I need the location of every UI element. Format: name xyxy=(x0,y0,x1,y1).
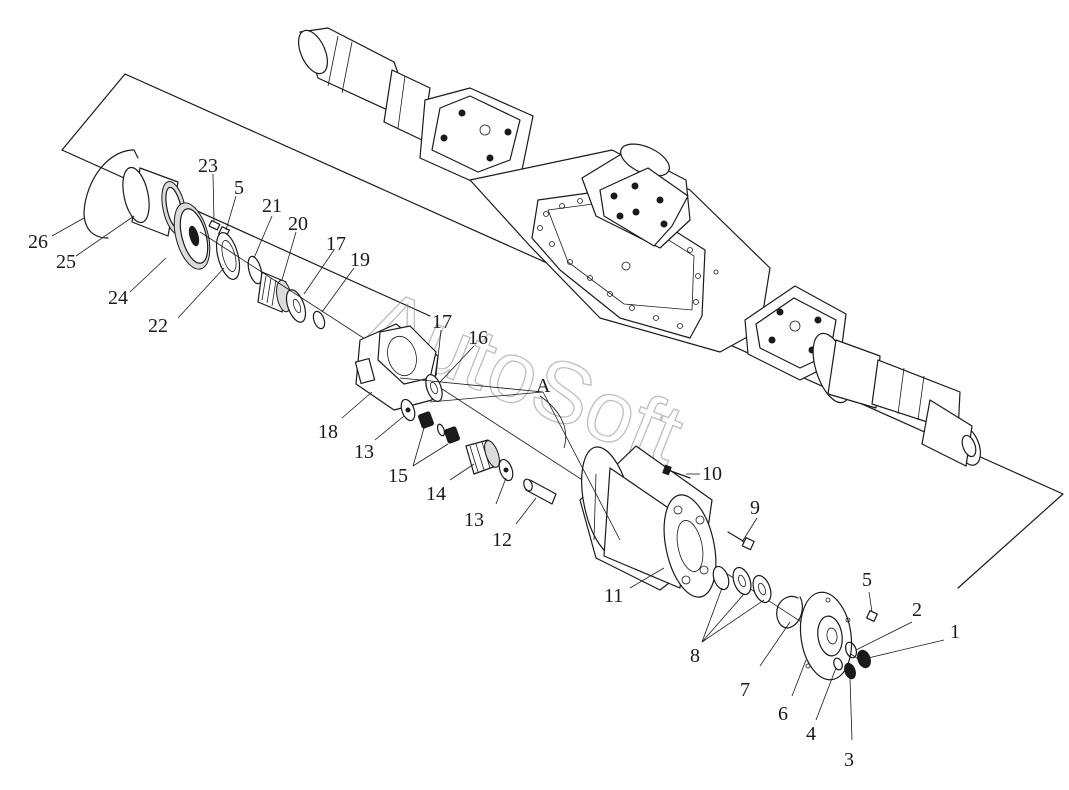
callout-2: 2 xyxy=(912,599,922,621)
callout-3: 3 xyxy=(844,749,854,771)
part-12-planet-pin xyxy=(523,478,557,505)
part-21-snap-ring xyxy=(247,255,263,285)
part-26-snap-ring xyxy=(83,149,139,239)
callout-16: 16 xyxy=(468,327,488,349)
callout-13-left: 13 xyxy=(354,441,374,463)
callout-13-right: 13 xyxy=(464,509,484,531)
callout-21: 21 xyxy=(262,195,282,217)
callout-17-lower: 17 xyxy=(432,311,452,333)
part-6-hub-cap xyxy=(799,591,853,681)
callout-4: 4 xyxy=(806,723,816,745)
callout-25: 25 xyxy=(56,251,76,273)
callout-9: 9 xyxy=(750,497,760,519)
part-19-retaining-ring xyxy=(312,310,326,330)
part-8-shims xyxy=(712,565,772,604)
callout-leaders xyxy=(51,173,945,741)
detail-a-leaders xyxy=(399,377,621,541)
callout-19: 19 xyxy=(350,249,370,271)
part-13-thrust-washer-right xyxy=(498,458,514,482)
part-15-needle-bearings xyxy=(418,411,460,444)
part-24-gear-hub xyxy=(173,202,211,270)
callout-23: 23 xyxy=(198,155,218,177)
part-2-o-ring xyxy=(844,641,858,659)
callout-8: 8 xyxy=(690,645,700,667)
part-3-drain-plug xyxy=(844,662,856,680)
callout-14: 14 xyxy=(426,483,446,505)
callout-17-upper: 17 xyxy=(326,233,346,255)
callout-numbers: 26 25 24 23 5 22 21 20 17 19 17 16 18 13… xyxy=(28,155,960,771)
callout-26: 26 xyxy=(28,231,48,253)
part-7-snap-ring xyxy=(776,595,803,629)
callout-18: 18 xyxy=(318,421,338,443)
callout-1: 1 xyxy=(950,621,960,643)
part-1-plug xyxy=(857,649,871,669)
part-18-planet-carrier xyxy=(354,323,439,411)
part-5-nut-lower xyxy=(866,610,878,622)
callout-22: 22 xyxy=(148,315,168,337)
part-23-bolt xyxy=(208,219,221,231)
part-14-planet-gear xyxy=(465,439,500,475)
callout-6: 6 xyxy=(778,703,788,725)
part-22-hub-plate xyxy=(215,232,241,280)
part-4-washer xyxy=(833,657,843,671)
detail-frame xyxy=(61,73,1064,589)
part-10-bolt xyxy=(662,464,691,479)
callout-7: 7 xyxy=(740,679,750,701)
callout-5-lower: 5 xyxy=(862,569,872,591)
callout-15: 15 xyxy=(388,465,408,487)
callout-5-upper: 5 xyxy=(234,177,244,199)
callout-12: 12 xyxy=(492,529,512,551)
axle-housing xyxy=(297,27,981,467)
callout-11: 11 xyxy=(604,585,623,607)
part-13-thrust-washer-left xyxy=(400,398,416,422)
callout-24: 24 xyxy=(108,287,128,309)
callout-20: 20 xyxy=(288,213,308,235)
part-9-bolt xyxy=(727,531,755,551)
part-11-wheel-hub xyxy=(579,445,717,598)
detail-a-marker: A xyxy=(536,375,551,397)
callout-10: 10 xyxy=(702,463,722,485)
